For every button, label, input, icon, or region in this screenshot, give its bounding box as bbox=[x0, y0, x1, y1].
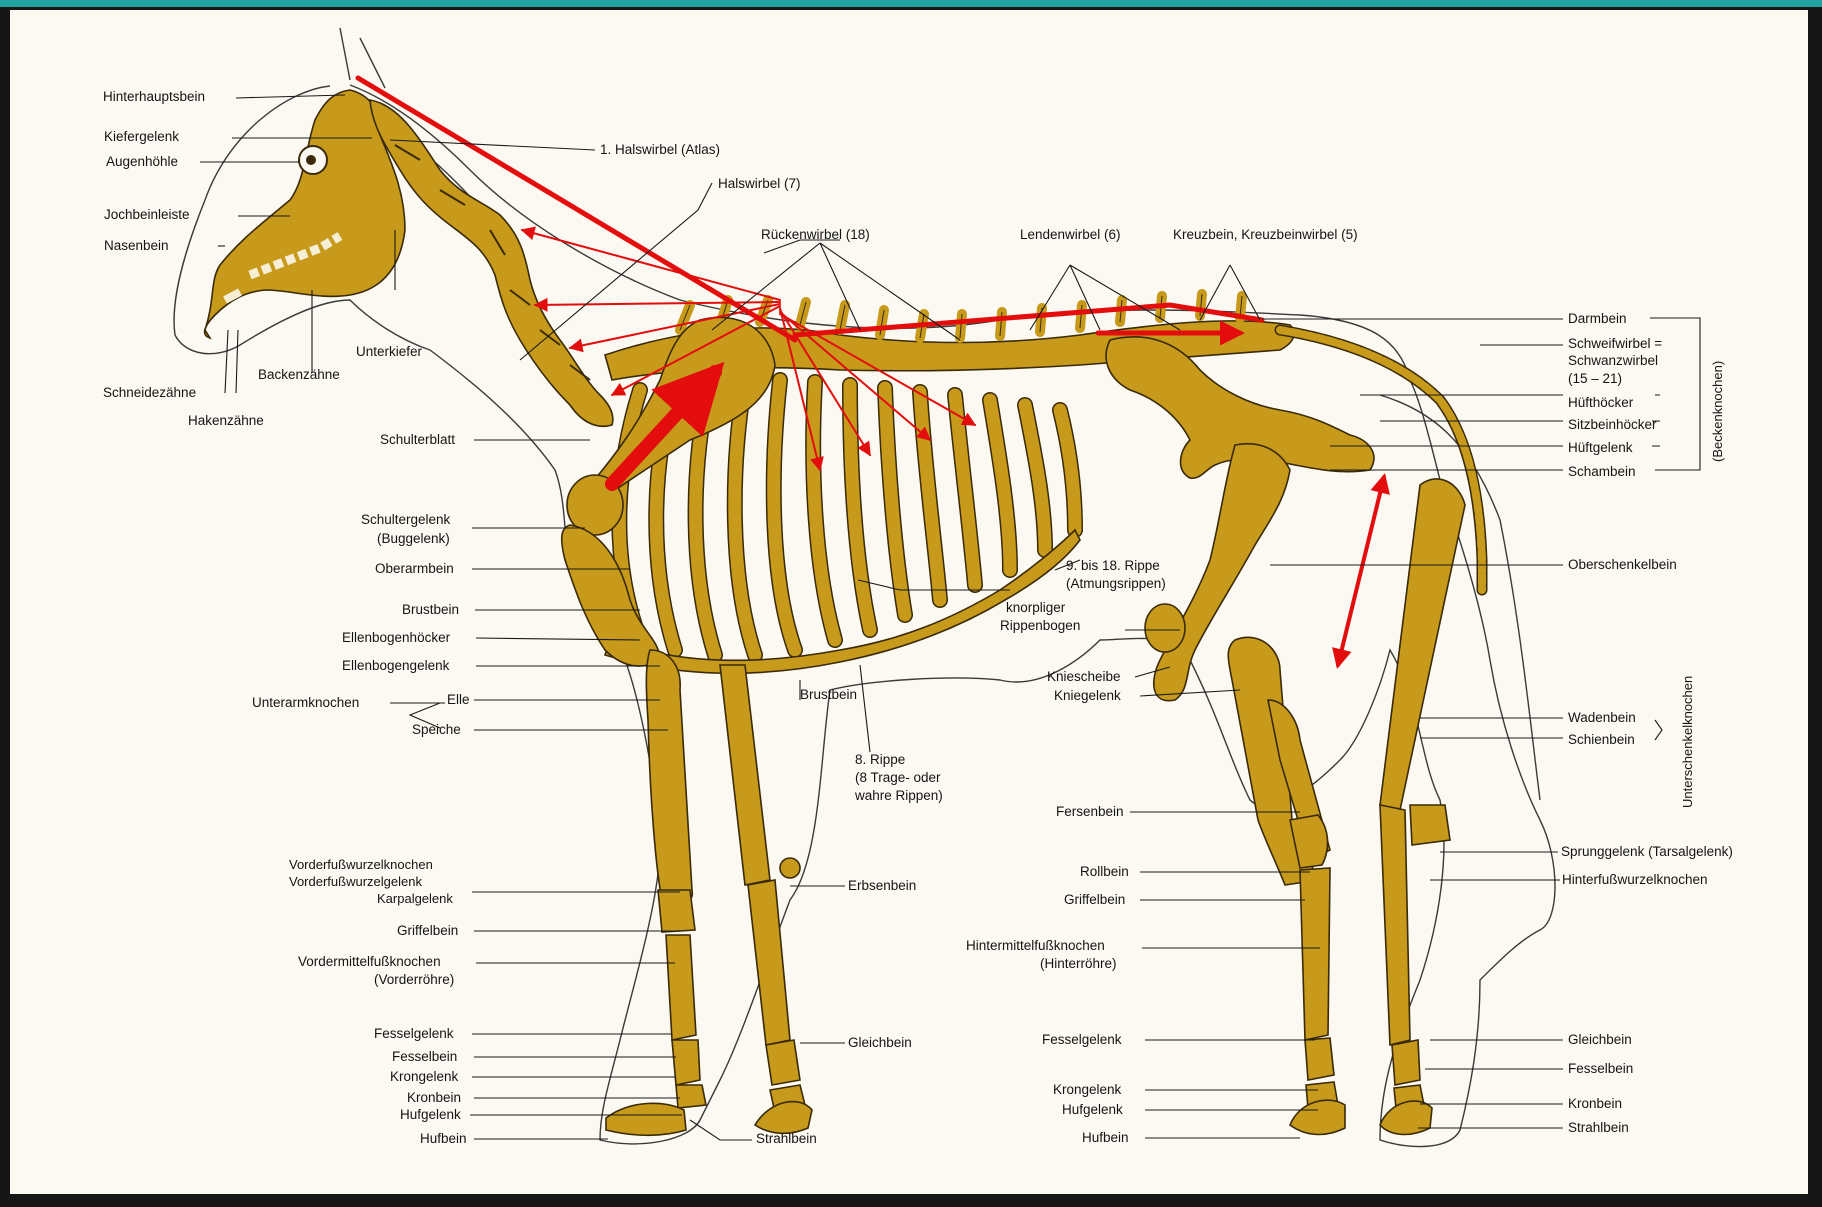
label-griffelbein-vorn: Griffelbein bbox=[397, 923, 458, 938]
label-kniegelenk: Kniegelenk bbox=[1054, 688, 1121, 703]
label-krongelenk-vorn: Krongelenk bbox=[390, 1069, 459, 1084]
label-hinterroehre: (Hinterröhre) bbox=[1040, 956, 1117, 971]
neck-line-red bbox=[358, 78, 795, 340]
hind-limb bbox=[1106, 337, 1465, 1135]
label-strahlbein-vorn: Strahlbein bbox=[756, 1131, 817, 1146]
label-hufbein-vorn: Hufbein bbox=[420, 1131, 467, 1146]
label-vordermittelfuss: Vordermittelfußknochen bbox=[298, 954, 441, 969]
label-schultergelenk: Schultergelenk bbox=[361, 512, 451, 527]
label-jochbeinleiste: Jochbeinleiste bbox=[104, 207, 190, 222]
label-kniescheibe: Kniescheibe bbox=[1047, 669, 1121, 684]
label-knorpliger-a: knorpliger bbox=[1006, 600, 1066, 615]
label-unterschenkelknochen: Unterschenkelknochen bbox=[1680, 676, 1695, 808]
label-augenhoehle: Augenhöhle bbox=[106, 154, 178, 169]
label-rollbein: Rollbein bbox=[1080, 864, 1129, 879]
red-arrow-1 bbox=[522, 230, 780, 300]
label-fesselgelenk-vorn: Fesselgelenk bbox=[374, 1026, 454, 1041]
label-knorpliger-b: Rippenbogen bbox=[1000, 618, 1080, 633]
label-hintermittelfuss: Hintermittelfußknochen bbox=[966, 938, 1105, 953]
label-backenzaehne: Backenzähne bbox=[258, 367, 340, 382]
label-erbsenbein: Erbsenbein bbox=[848, 878, 916, 893]
label-halswirbel-7: Halswirbel (7) bbox=[718, 176, 801, 191]
label-krongelenk-hinten: Krongelenk bbox=[1053, 1082, 1122, 1097]
label-schweifwirbel-b: Schwanzwirbel bbox=[1568, 353, 1658, 368]
label-darmbein: Darmbein bbox=[1568, 311, 1627, 326]
label-hufthoecker: Hüfthöcker bbox=[1568, 395, 1634, 410]
label-gleichbein-hinten: Gleichbein bbox=[1568, 1032, 1632, 1047]
label-schweifwirbel-c: (15 – 21) bbox=[1568, 371, 1622, 386]
label-beckenknochen: (Beckenknochen) bbox=[1710, 361, 1725, 462]
label-rippe9-a: 9. bis 18. Rippe bbox=[1066, 558, 1160, 573]
label-hufgelenk-vorn: Hufgelenk bbox=[400, 1107, 461, 1122]
label-rippe8-a: 8. Rippe bbox=[855, 752, 905, 767]
label-buggelenk: (Buggelenk) bbox=[377, 531, 450, 546]
label-schienbein: Schienbein bbox=[1568, 732, 1635, 747]
label-fesselbein-vorn: Fesselbein bbox=[392, 1049, 457, 1064]
label-lendenwirbel: Lendenwirbel (6) bbox=[1020, 227, 1121, 242]
label-schulterblatt: Schulterblatt bbox=[380, 432, 455, 447]
label-oberschenkelbein: Oberschenkelbein bbox=[1568, 557, 1677, 572]
label-rippe8-b: (8 Trage- oder bbox=[855, 770, 941, 785]
label-schweifwirbel-a: Schweifwirbel = bbox=[1568, 336, 1662, 351]
label-unterkiefer: Unterkiefer bbox=[356, 344, 423, 359]
label-oberarmbein: Oberarmbein bbox=[375, 561, 454, 576]
label-vorderfusswurzelgelenk: Vorderfußwurzelgelenk bbox=[289, 874, 422, 889]
label-hinterfusswurzel: Hinterfußwurzelknochen bbox=[1562, 872, 1708, 887]
label-vorderfusswurzelknochen: Vorderfußwurzelknochen bbox=[289, 857, 433, 872]
label-strahlbein-hinten: Strahlbein bbox=[1568, 1120, 1629, 1135]
label-unterarmknochen: Unterarmknochen bbox=[252, 695, 359, 710]
label-kronbein-hinten: Kronbein bbox=[1568, 1096, 1622, 1111]
red-double-arrow bbox=[1338, 477, 1384, 665]
label-speiche: Speiche bbox=[412, 722, 461, 737]
label-halswirbel-atlas: 1. Halswirbel (Atlas) bbox=[600, 142, 720, 157]
label-hufbein-hinten: Hufbein bbox=[1082, 1130, 1129, 1145]
label-kronbein-vorn: Kronbein bbox=[407, 1090, 461, 1105]
label-fesselbein-hinten: Fesselbein bbox=[1568, 1061, 1633, 1076]
label-kiefergelenk: Kiefergelenk bbox=[104, 129, 179, 144]
label-hufgelenk-hinten: Hufgelenk bbox=[1062, 1102, 1123, 1117]
label-fersenbein: Fersenbein bbox=[1056, 804, 1124, 819]
label-ellenbogengelenk: Ellenbogengelenk bbox=[342, 658, 450, 673]
label-sprunggelenk: Sprunggelenk (Tarsalgelenk) bbox=[1561, 844, 1733, 859]
label-hueftgelenk: Hüftgelenk bbox=[1568, 440, 1633, 455]
skull bbox=[205, 90, 405, 338]
label-wadenbein: Wadenbein bbox=[1568, 710, 1636, 725]
label-griffelbein-hinten: Griffelbein bbox=[1064, 892, 1125, 907]
label-karpalgelenk: Karpalgelenk bbox=[377, 891, 453, 906]
label-brustbein-2: Brustbein bbox=[800, 687, 857, 702]
label-sitzbeinhoecker: Sitzbeinhöcker bbox=[1568, 417, 1657, 432]
label-rueckenwirbel: Rückenwirbel (18) bbox=[761, 227, 870, 242]
label-vorderroehre: (Vorderröhre) bbox=[374, 972, 454, 987]
label-brustbein: Brustbein bbox=[402, 602, 459, 617]
label-kreuzbein: Kreuzbein, Kreuzbeinwirbel (5) bbox=[1173, 227, 1358, 242]
label-rippe9-b: (Atmungsrippen) bbox=[1066, 576, 1166, 591]
label-schambein: Schambein bbox=[1568, 464, 1636, 479]
label-ellenbogenhoecker: Ellenbogenhöcker bbox=[342, 630, 451, 645]
label-fesselgelenk-hinten: Fesselgelenk bbox=[1042, 1032, 1122, 1047]
label-schneidezaehne: Schneidezähne bbox=[103, 385, 196, 400]
label-rippe8-c: wahre Rippen) bbox=[854, 788, 943, 803]
label-hinterhauptsbein: Hinterhauptsbein bbox=[103, 89, 205, 104]
label-nasenbein: Nasenbein bbox=[104, 238, 169, 253]
label-hakenzaehne: Hakenzähne bbox=[188, 413, 264, 428]
label-gleichbein-vorn: Gleichbein bbox=[848, 1035, 912, 1050]
label-elle: Elle bbox=[447, 692, 470, 707]
